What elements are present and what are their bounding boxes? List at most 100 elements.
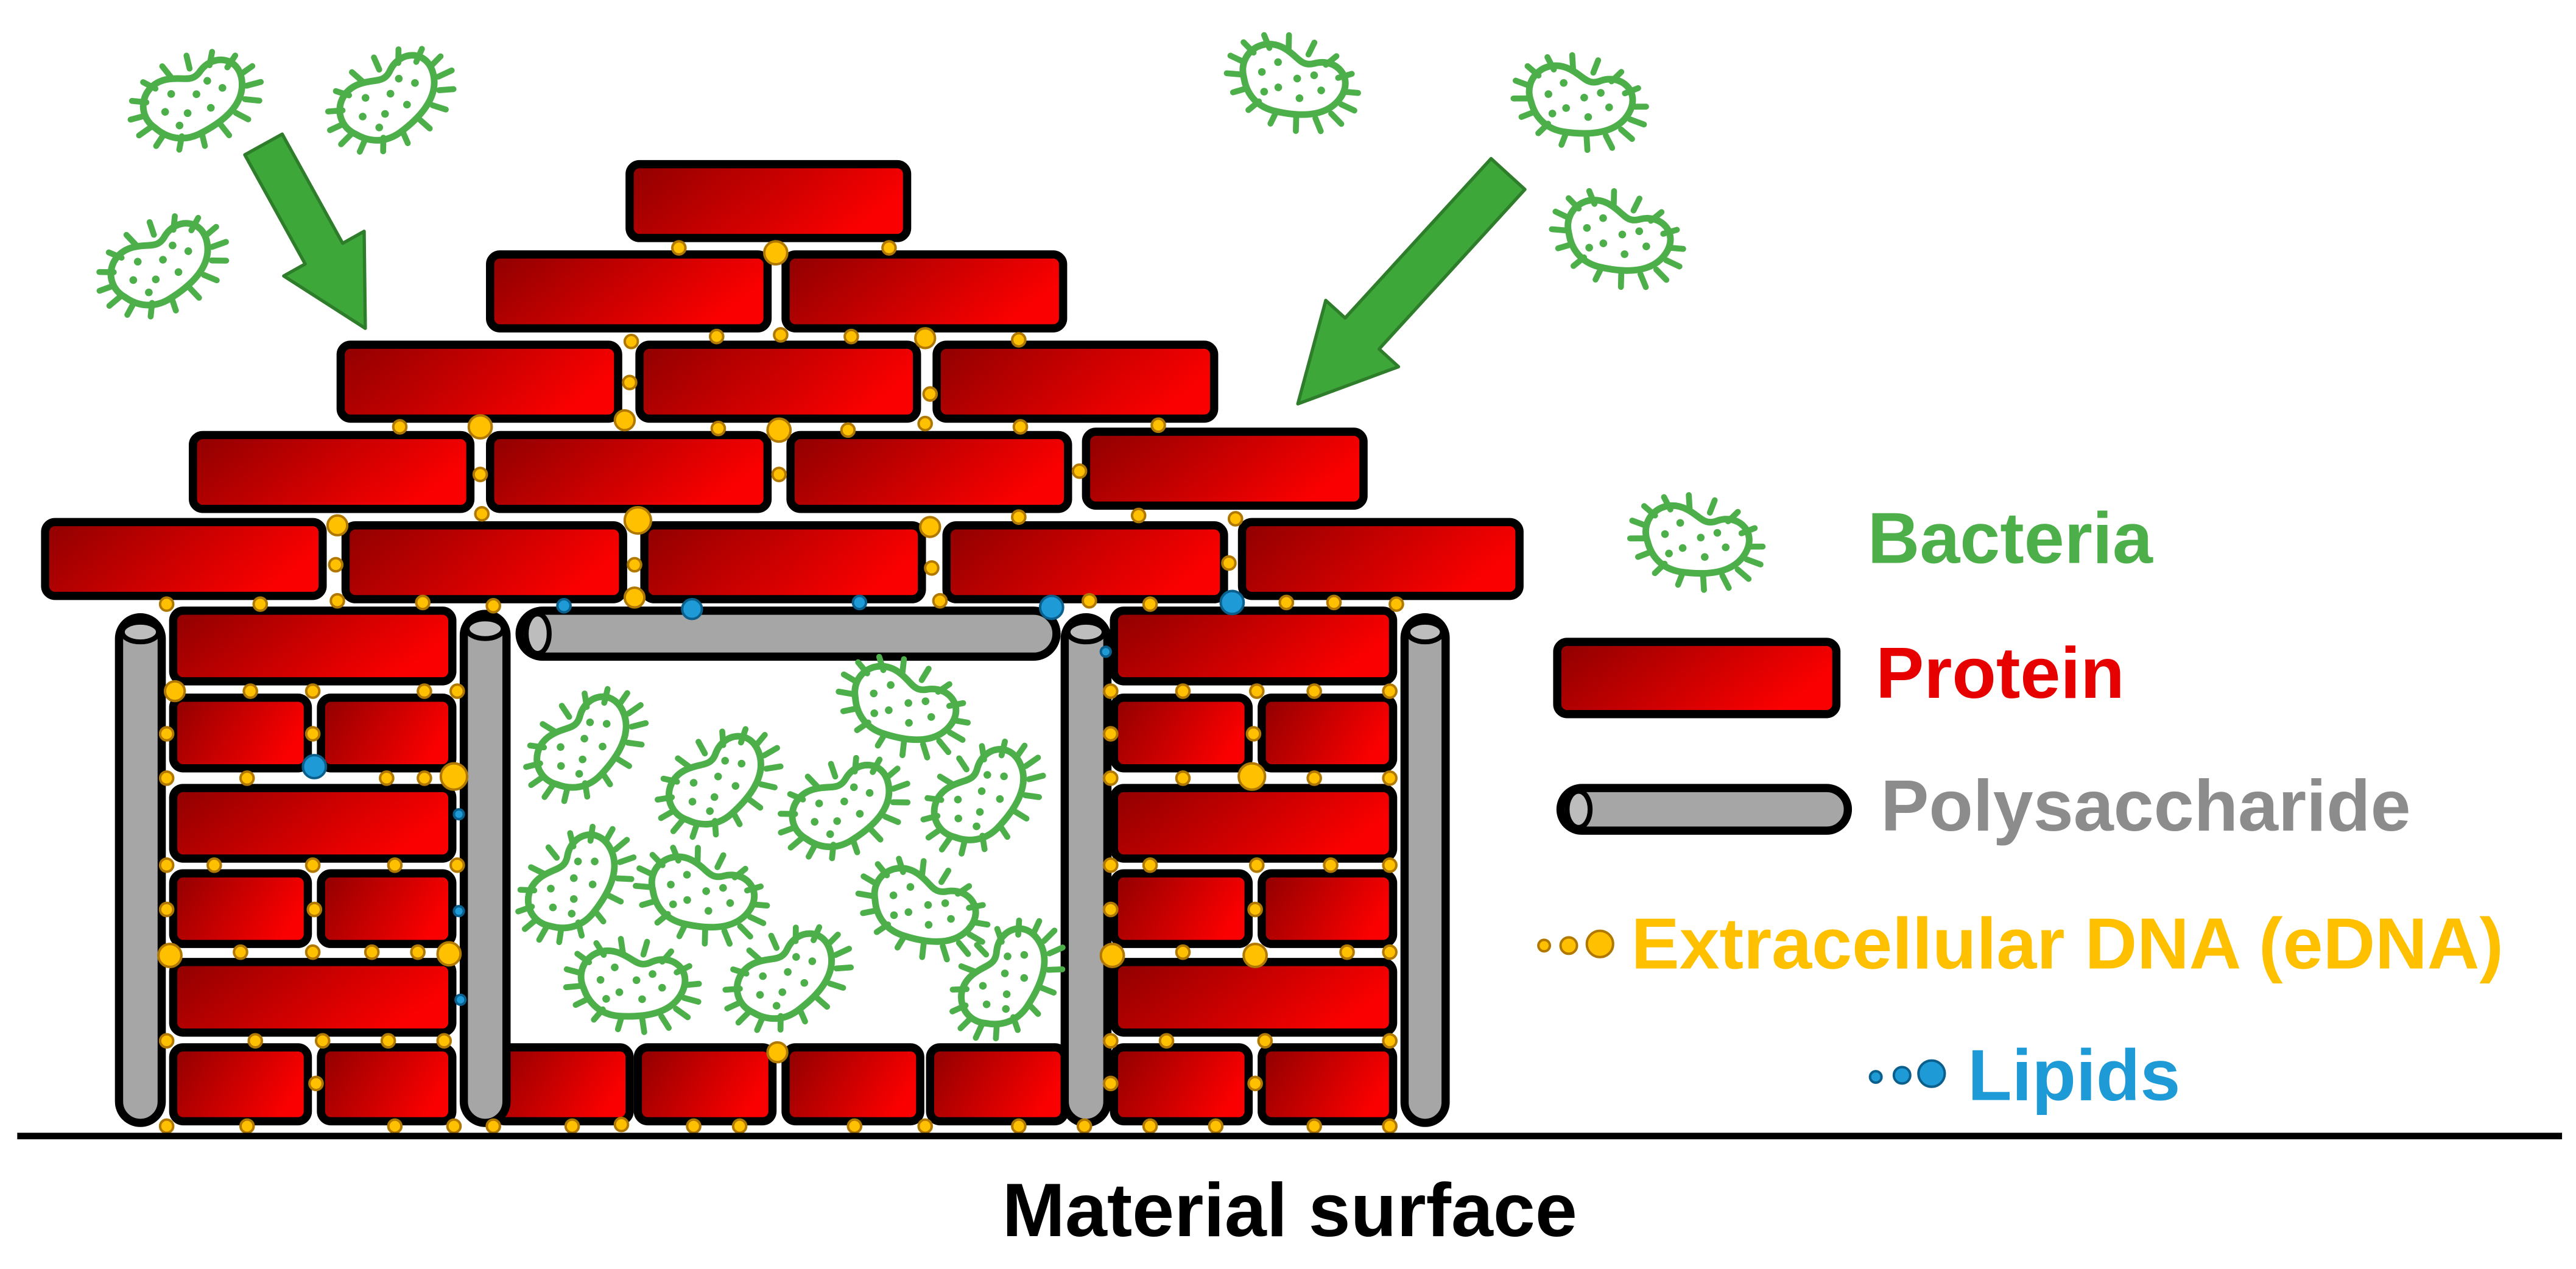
edna-dot xyxy=(1158,1033,1175,1049)
edna-dot xyxy=(766,1041,789,1064)
edna-dot xyxy=(304,857,321,873)
protein-brick xyxy=(1110,869,1253,948)
edna-dot xyxy=(1382,944,1398,960)
lipid-dot xyxy=(1099,645,1112,658)
edna-dot xyxy=(157,943,183,968)
edna-dot xyxy=(242,683,258,699)
edna-dot xyxy=(1103,726,1119,742)
protein-brick xyxy=(169,1043,312,1126)
edna-dot xyxy=(158,726,175,742)
polysaccharide-tube xyxy=(1556,784,1853,835)
edna-dot xyxy=(1175,770,1191,786)
edna-dot xyxy=(417,683,432,699)
legend-item-lipids: Lipids xyxy=(1868,1035,2180,1116)
edna-dot xyxy=(1081,592,1097,609)
edna-dot xyxy=(417,770,432,786)
polysaccharide-column xyxy=(1400,613,1450,1127)
edna-dot xyxy=(1103,770,1119,786)
edna-dot xyxy=(1012,419,1029,435)
material-surface-label: Material surface xyxy=(1002,1169,1577,1253)
protein-brick-structure xyxy=(41,160,1524,1126)
edna-dot xyxy=(304,726,321,742)
bacteria-icon xyxy=(1538,173,1697,305)
edna-dot xyxy=(710,420,727,437)
edna-dot xyxy=(1011,332,1027,348)
edna-dot xyxy=(1175,683,1191,699)
polysaccharide-column xyxy=(114,613,166,1127)
edna-dot xyxy=(917,1118,933,1134)
edna-dot xyxy=(392,419,408,435)
edna-dot xyxy=(708,328,725,345)
protein-brick xyxy=(486,431,772,513)
edna-dot xyxy=(1150,417,1166,434)
bacteria-icon xyxy=(1619,481,1773,604)
edna-dot xyxy=(304,944,321,960)
protein-brick xyxy=(317,694,457,773)
protein-brick xyxy=(932,340,1219,423)
arrow-icon xyxy=(243,132,367,330)
protein-brick xyxy=(169,784,457,863)
bacteria-icon xyxy=(638,707,801,859)
edna-dot xyxy=(1076,1118,1093,1134)
arrow-icon xyxy=(1296,156,1527,406)
edna-dot xyxy=(1103,901,1119,918)
edna-dot xyxy=(308,1075,324,1092)
edna-dot xyxy=(1247,1075,1263,1092)
edna-dot xyxy=(449,857,465,873)
edna-dot xyxy=(158,857,175,873)
edna-dot xyxy=(467,414,493,440)
protein-brick xyxy=(317,869,457,948)
edna-dot xyxy=(1103,1033,1119,1049)
lipid-dot xyxy=(1917,1059,1946,1088)
protein-brick xyxy=(169,869,312,948)
edna-dot xyxy=(1221,555,1237,571)
protein-brick xyxy=(169,606,457,686)
edna-dot xyxy=(917,415,933,432)
edna-dot xyxy=(158,1033,175,1049)
bacteria-icon xyxy=(309,27,472,174)
polysaccharide-structure xyxy=(114,606,1450,1127)
edna-dot xyxy=(924,560,940,576)
lipid-dot xyxy=(1892,1066,1912,1085)
edna-dot xyxy=(1142,857,1158,873)
edna-dot xyxy=(1142,596,1158,612)
protein-brick xyxy=(41,518,327,600)
edna-dot xyxy=(1130,507,1147,524)
protein-brick xyxy=(1110,1043,1253,1126)
edna-dot xyxy=(1388,596,1404,612)
edna-dot xyxy=(1306,683,1322,699)
edna-dot xyxy=(846,1118,863,1134)
protein-brick-icon xyxy=(1553,638,1841,719)
edna-dot xyxy=(1099,943,1125,968)
edna-dot xyxy=(1208,1118,1224,1134)
protein-brick xyxy=(189,431,475,513)
edna-dot xyxy=(1306,1118,1322,1134)
protein-brick xyxy=(625,160,912,242)
edna-dot xyxy=(1382,1118,1398,1134)
legend-item-protein: Protein xyxy=(1553,633,2125,719)
edna-dot xyxy=(623,586,646,609)
edna-dot xyxy=(1323,857,1339,873)
edna-dot xyxy=(623,333,639,350)
edna-dot xyxy=(623,506,652,535)
edna-dot xyxy=(773,327,789,343)
protein-brick xyxy=(1110,694,1253,773)
edna-dot xyxy=(762,240,789,266)
lipid-dot xyxy=(301,754,328,779)
protein-brick xyxy=(1110,606,1398,686)
edna-dot xyxy=(415,594,431,611)
edna-dot xyxy=(840,422,856,438)
bacteria-icon xyxy=(1503,41,1657,164)
edna-dot xyxy=(843,328,859,345)
legend-label-polysaccharide: Polysaccharide xyxy=(1881,766,2410,846)
edna-dot xyxy=(1306,770,1322,786)
polysaccharide-column-end xyxy=(1405,619,1445,645)
edna-dots-icon xyxy=(1537,929,1614,958)
edna-dot xyxy=(766,417,792,443)
protein-brick xyxy=(1258,694,1398,773)
edna-dot xyxy=(1248,857,1265,873)
lipid-dot xyxy=(1219,589,1245,616)
bacteria-icon xyxy=(558,929,707,1042)
edna-dot xyxy=(1326,594,1342,611)
edna-dot xyxy=(410,944,426,960)
